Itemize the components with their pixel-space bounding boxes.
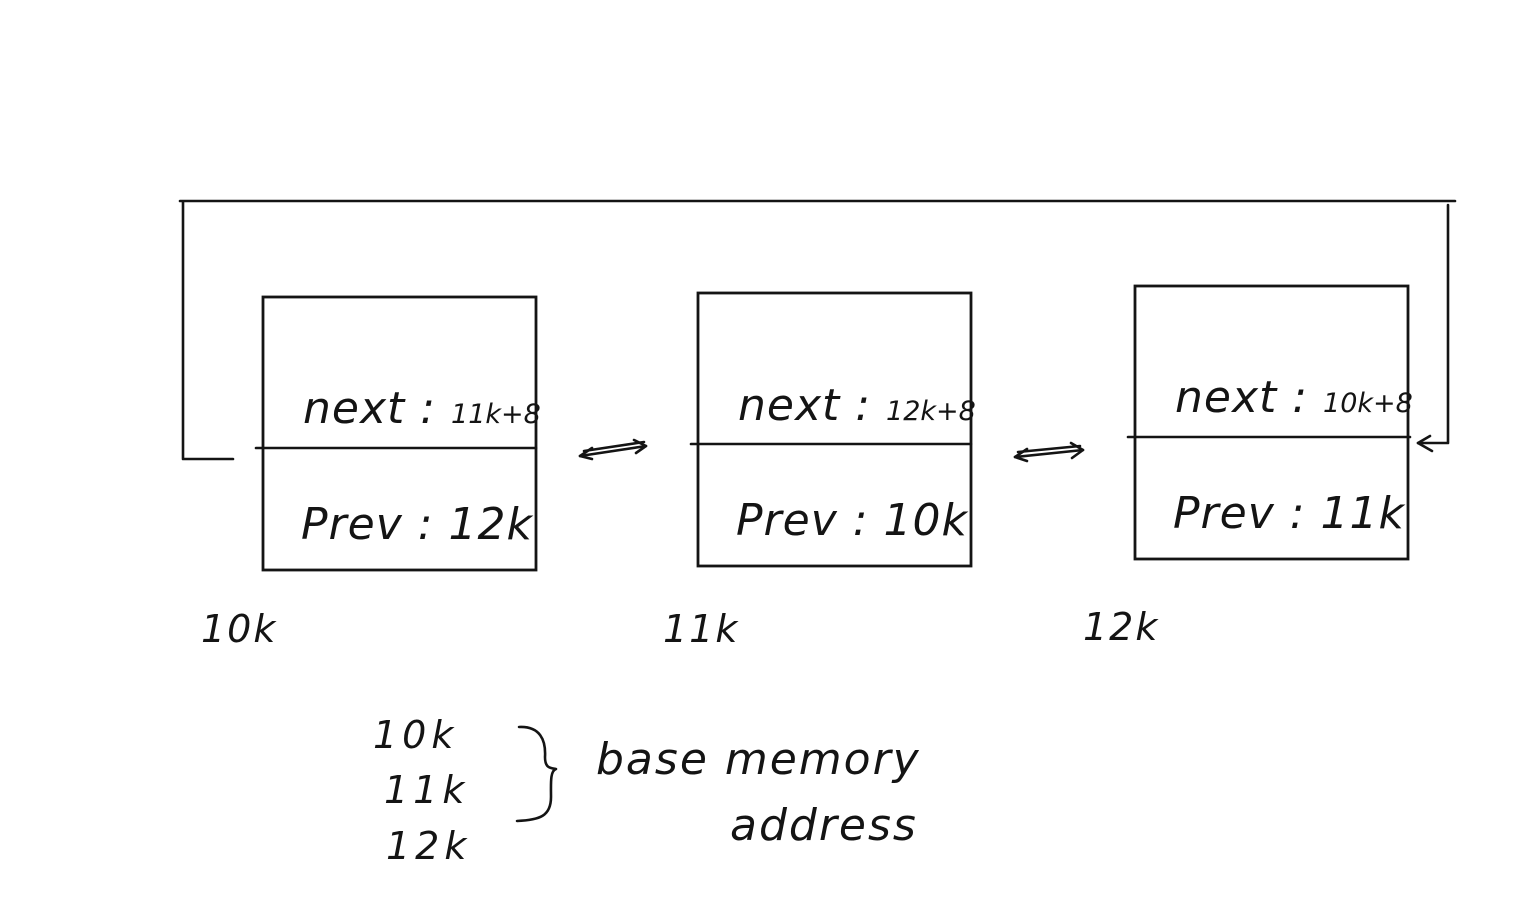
legend-address-1: 10k xyxy=(373,713,458,757)
node-2: next : 12k+8 Prev : 10k 11k xyxy=(663,291,976,651)
double-arrow-2-3 xyxy=(1013,441,1085,463)
node-3-next-field: next : 10k+8 xyxy=(1175,372,1413,423)
node-3-prev-field: Prev : 11k xyxy=(1173,488,1406,539)
legend-brace xyxy=(515,725,558,823)
node-2-prev-value: 10k xyxy=(884,495,969,546)
double-arrow-1-2-heads xyxy=(578,438,648,461)
double-arrow-1-2-line xyxy=(578,440,648,458)
node-2-box xyxy=(696,291,973,568)
double-arrow-1-2 xyxy=(578,438,648,461)
legend-text-line-1: base memory xyxy=(596,734,921,785)
legend-address-2: 11k xyxy=(384,768,469,812)
node-1: next : 11k+8 Prev : 12k 10k xyxy=(201,295,541,651)
node-1-address: 10k xyxy=(201,607,277,651)
node-3-prev-label: Prev : xyxy=(1173,488,1321,539)
wrap-around-line xyxy=(178,199,1457,461)
node-1-next-value: 11k+8 xyxy=(451,399,541,430)
node-1-prev-value: 12k xyxy=(449,499,534,550)
double-arrow-2-3-line xyxy=(1013,444,1085,459)
node-2-address: 11k xyxy=(663,607,739,651)
legend: 10k 11k 12k base memory address xyxy=(373,713,921,868)
node-1-next-field: next : 11k+8 xyxy=(303,383,541,434)
legend-text-line-2: address xyxy=(730,800,918,851)
node-1-prev-label: Prev : xyxy=(301,499,449,550)
node-3: next : 10k+8 Prev : 11k 12k xyxy=(1083,284,1413,649)
node-1-box xyxy=(261,295,538,572)
node-3-address: 12k xyxy=(1083,605,1159,649)
node-3-next-label: next : xyxy=(1175,372,1323,423)
legend-address-3: 12k xyxy=(386,824,471,868)
double-arrow-2-3-heads xyxy=(1013,441,1085,463)
node-2-next-field: next : 12k+8 xyxy=(738,380,976,431)
node-3-box xyxy=(1133,284,1410,561)
node-2-prev-label: Prev : xyxy=(736,495,884,546)
wrap-around-arrowhead xyxy=(1416,434,1434,453)
circular-link xyxy=(178,199,1457,461)
node-1-prev-field: Prev : 12k xyxy=(301,499,534,550)
node-3-next-value: 10k+8 xyxy=(1323,388,1413,419)
node-2-next-label: next : xyxy=(738,380,886,431)
node-2-prev-field: Prev : 10k xyxy=(736,495,969,546)
node-1-next-label: next : xyxy=(303,383,451,434)
node-3-prev-value: 11k xyxy=(1321,488,1406,539)
node-2-next-value: 12k+8 xyxy=(886,396,976,427)
